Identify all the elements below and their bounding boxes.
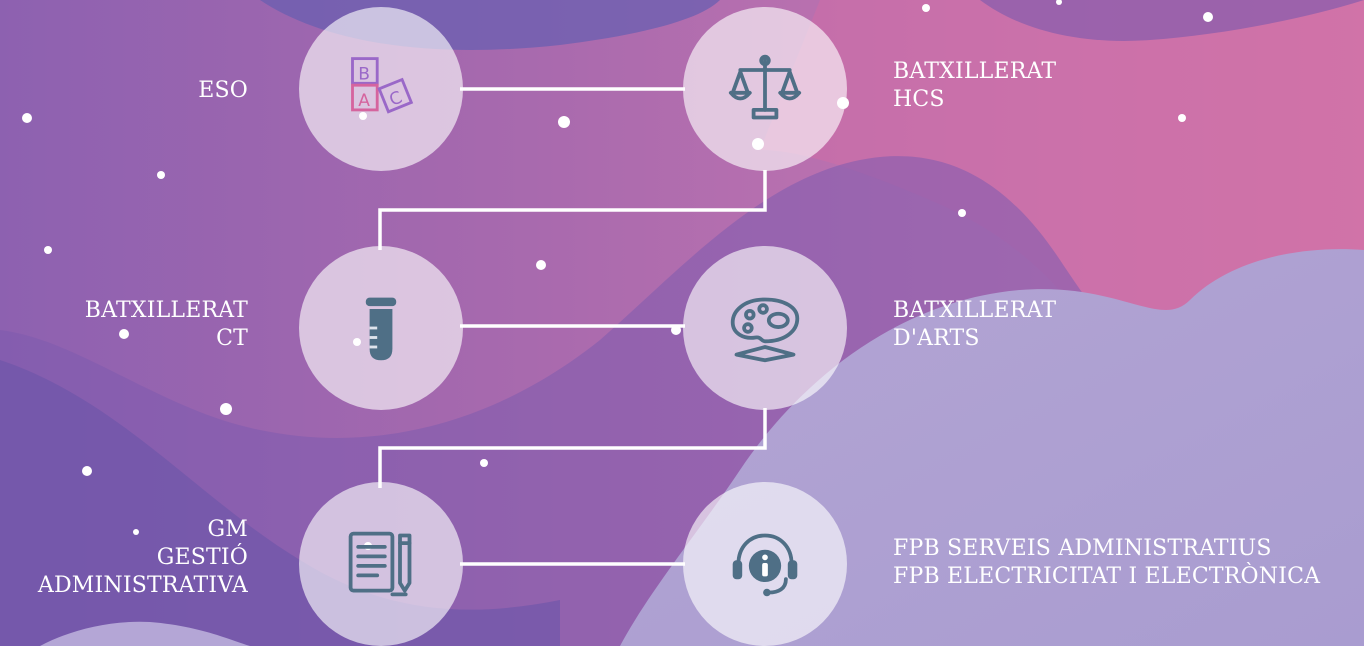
label-fpb: FPB SERVEIS ADMINISTRATIUS FPB ELECTRICI… bbox=[893, 535, 1361, 591]
document-pencil-icon bbox=[348, 531, 412, 597]
connector-lines bbox=[378, 87, 767, 566]
label-hcs-line-1: BATXILLERAT bbox=[893, 59, 1057, 84]
label-fpb-line-1: FPB SERVEIS ADMINISTRATIUS bbox=[893, 536, 1272, 561]
test-tube-icon bbox=[365, 297, 397, 361]
svg-text:A: A bbox=[358, 91, 370, 111]
headset-info-icon bbox=[732, 533, 798, 597]
label-hcs-line-2: HCS bbox=[893, 87, 945, 112]
abc-blocks-icon: B A C bbox=[351, 57, 414, 114]
label-arts-line-2: D'ARTS bbox=[893, 326, 980, 351]
paint-palette-icon bbox=[730, 297, 800, 363]
label-gm-line-2: GESTIÓ bbox=[156, 545, 248, 570]
label-gm: GM GESTIÓ ADMINISTRATIVA bbox=[4, 516, 248, 600]
node-gm[interactable] bbox=[299, 482, 463, 646]
label-eso: ESO bbox=[150, 77, 248, 105]
top-right-wave bbox=[980, 0, 1364, 41]
label-hcs: BATXILLERAT HCS bbox=[893, 58, 1113, 114]
label-gm-line-1: GM bbox=[207, 517, 248, 542]
lilac-wave-left bbox=[40, 621, 250, 646]
label-arts: BATXILLERAT D'ARTS bbox=[893, 297, 1113, 353]
node-arts[interactable] bbox=[683, 246, 847, 410]
label-arts-line-1: BATXILLERAT bbox=[893, 298, 1057, 323]
node-eso[interactable]: B A C bbox=[299, 7, 463, 171]
balance-scale-icon bbox=[728, 54, 802, 120]
node-hcs[interactable] bbox=[683, 7, 847, 171]
label-eso-line-1: ESO bbox=[198, 78, 248, 103]
node-fpb[interactable] bbox=[683, 482, 847, 646]
label-fpb-line-2: FPB ELECTRICITAT I ELECTRÒNICA bbox=[893, 564, 1321, 589]
label-ct-line-1: BATXILLERAT bbox=[84, 298, 248, 323]
label-ct-line-2: CT bbox=[216, 326, 248, 351]
label-ct: BATXILLERAT CT bbox=[40, 297, 248, 353]
svg-text:C: C bbox=[387, 88, 406, 111]
left-wave bbox=[0, 360, 560, 646]
label-gm-line-3: ADMINISTRATIVA bbox=[37, 573, 248, 598]
svg-text:B: B bbox=[358, 65, 370, 85]
node-ct[interactable] bbox=[299, 246, 463, 410]
